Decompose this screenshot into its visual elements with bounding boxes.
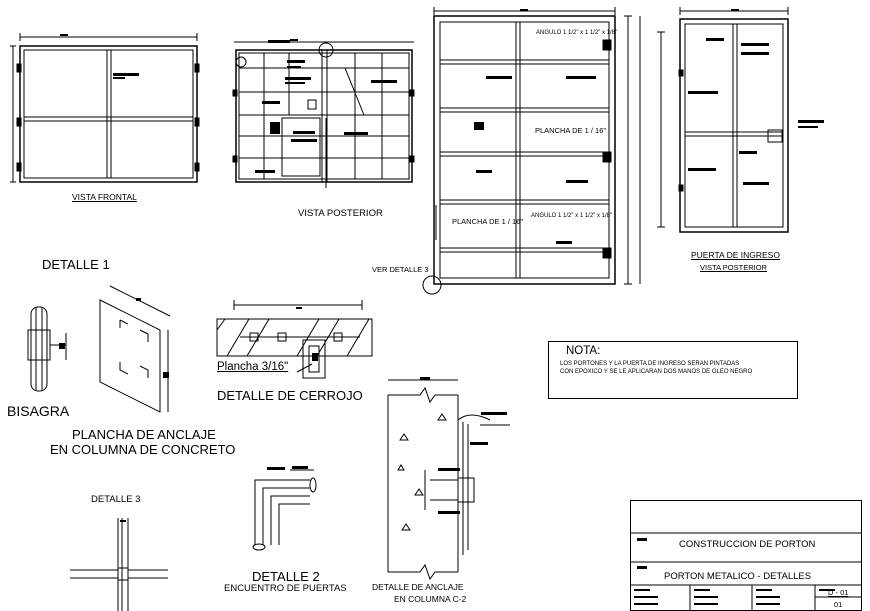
- project-name: CONSTRUCCION DE PORTON: [679, 539, 816, 550]
- title-block-lines: [630, 532, 862, 611]
- detalle-cerrojo-label: DETALLE DE CERROJO: [217, 388, 363, 403]
- vista-posterior-label: VISTA POSTERIOR: [298, 208, 383, 219]
- plancha-anclaje-label-2: EN COLUMNA DE CONCRETO: [50, 442, 236, 457]
- encuentro-label: ENCUENTRO DE PUERTAS: [224, 583, 347, 594]
- nota-title: NOTA:: [566, 345, 601, 357]
- detalle3-label: DETALLE 3: [91, 494, 141, 505]
- vista-posterior-drawing: [232, 41, 415, 188]
- puerta-ingreso-drawing: [657, 7, 789, 233]
- detalle1-label: DETALLE 1: [42, 257, 110, 272]
- bisagra-label: BISAGRA: [7, 403, 70, 419]
- detalle-anclaje-drawing: [387, 379, 510, 581]
- plancha-left-label: PLANCHA DE 1 / 16": [452, 217, 524, 226]
- plancha-anclaje-drawing: [99, 285, 171, 413]
- ver-detalle-label: VER DETALLE 3: [372, 265, 429, 274]
- puerta-ingreso-sub-label: VISTA POSTERIOR: [700, 263, 767, 272]
- angulo-bottom-label: ANGULO 1 1/2" x 1 1/2" x 1/8": [531, 213, 613, 219]
- sheet-number: 01: [834, 600, 843, 609]
- plancha-anclaje-label-1: PLANCHA DE ANCLAJE: [72, 427, 216, 442]
- detalle2-label: DETALLE 2: [252, 569, 320, 584]
- plancha-right-label: PLANCHA DE 1 / 16": [535, 126, 607, 135]
- angulo-top-label: ANGULO 1 1/2" x 1 1/2" x 1/8": [536, 30, 618, 36]
- vista-frontal-label: VISTA FRONTAL: [72, 192, 137, 202]
- vista-frontal-drawing: [10, 33, 200, 183]
- detalle-anclaje-label-2: EN COLUMNA C-2: [394, 594, 467, 604]
- main-gate-drawing: [422, 7, 641, 295]
- nota-line-1: LOS PORTONES Y LA PUERTA DE INGRESO SERA…: [560, 361, 740, 367]
- sheet-code: D - 01: [828, 588, 849, 597]
- nota-box: [548, 341, 798, 399]
- puerta-ingreso-label: PUERTA DE INGRESO: [691, 250, 780, 260]
- sheet-title: PORTON METALICO - DETALLES: [664, 571, 812, 582]
- detalle3-drawing: [70, 518, 168, 611]
- cerrojo-drawing: [216, 300, 373, 379]
- detalle2-drawing: [252, 469, 317, 551]
- nota-line-2: CON EPOXICO Y SE LE APLICARAN DOS MANOS …: [560, 369, 753, 375]
- detalle-anclaje-label-1: DETALLE DE ANCLAJE: [372, 582, 464, 592]
- plancha-316-label: Plancha 3/16": [217, 361, 289, 373]
- annotation-marks: [59, 9, 835, 605]
